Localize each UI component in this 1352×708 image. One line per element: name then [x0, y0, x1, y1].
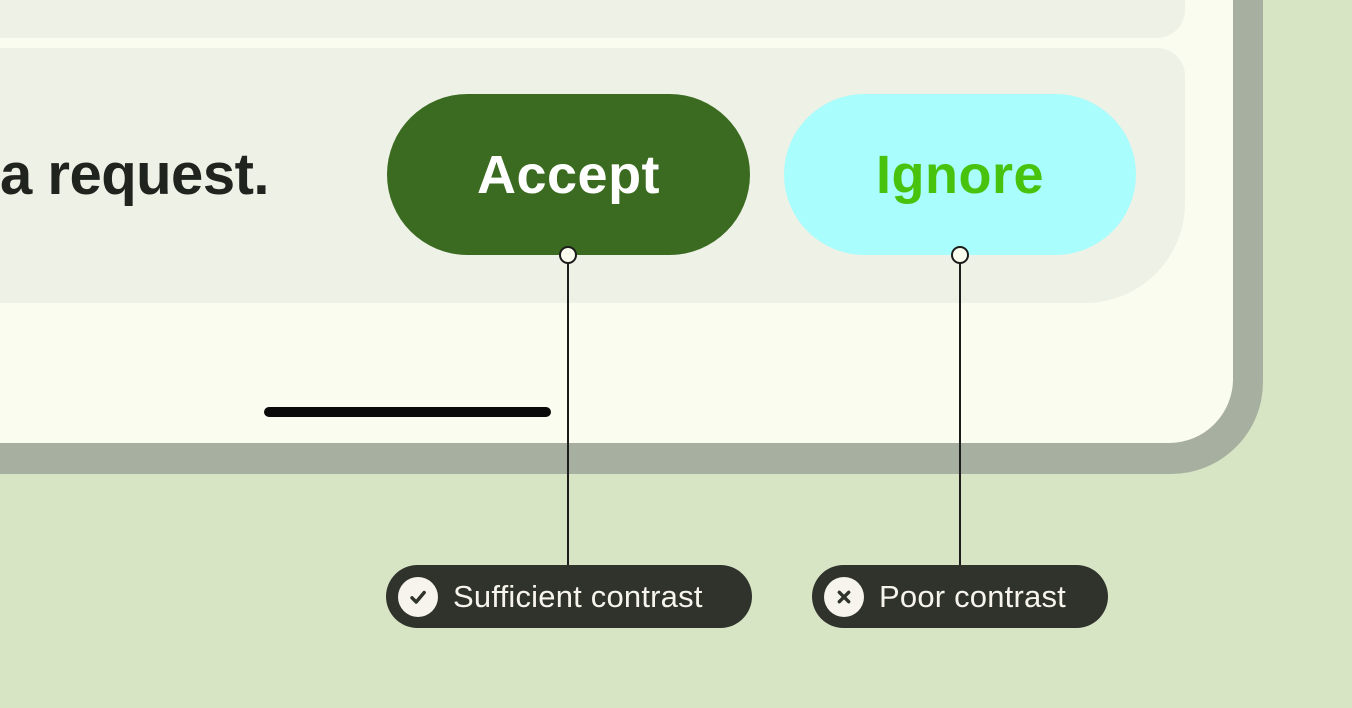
home-indicator-bar [264, 407, 551, 417]
annotation-label: Poor contrast [879, 578, 1066, 614]
anchor-dot-ignore [951, 246, 969, 264]
notification-card-top [0, 0, 1185, 38]
notification-message: a request. [0, 142, 270, 207]
annotation-label: Sufficient contrast [453, 578, 703, 614]
anchor-dot-accept [559, 246, 577, 264]
annotation-sufficient-contrast: Sufficient contrast [386, 565, 752, 628]
ignore-button[interactable]: Ignore [784, 94, 1136, 255]
connector-line-ignore [959, 262, 961, 570]
x-circle-icon [824, 576, 864, 617]
connector-line-accept [567, 262, 569, 570]
accept-button[interactable]: Accept [387, 94, 750, 255]
annotation-poor-contrast: Poor contrast [812, 565, 1108, 628]
check-circle-icon [398, 576, 438, 617]
